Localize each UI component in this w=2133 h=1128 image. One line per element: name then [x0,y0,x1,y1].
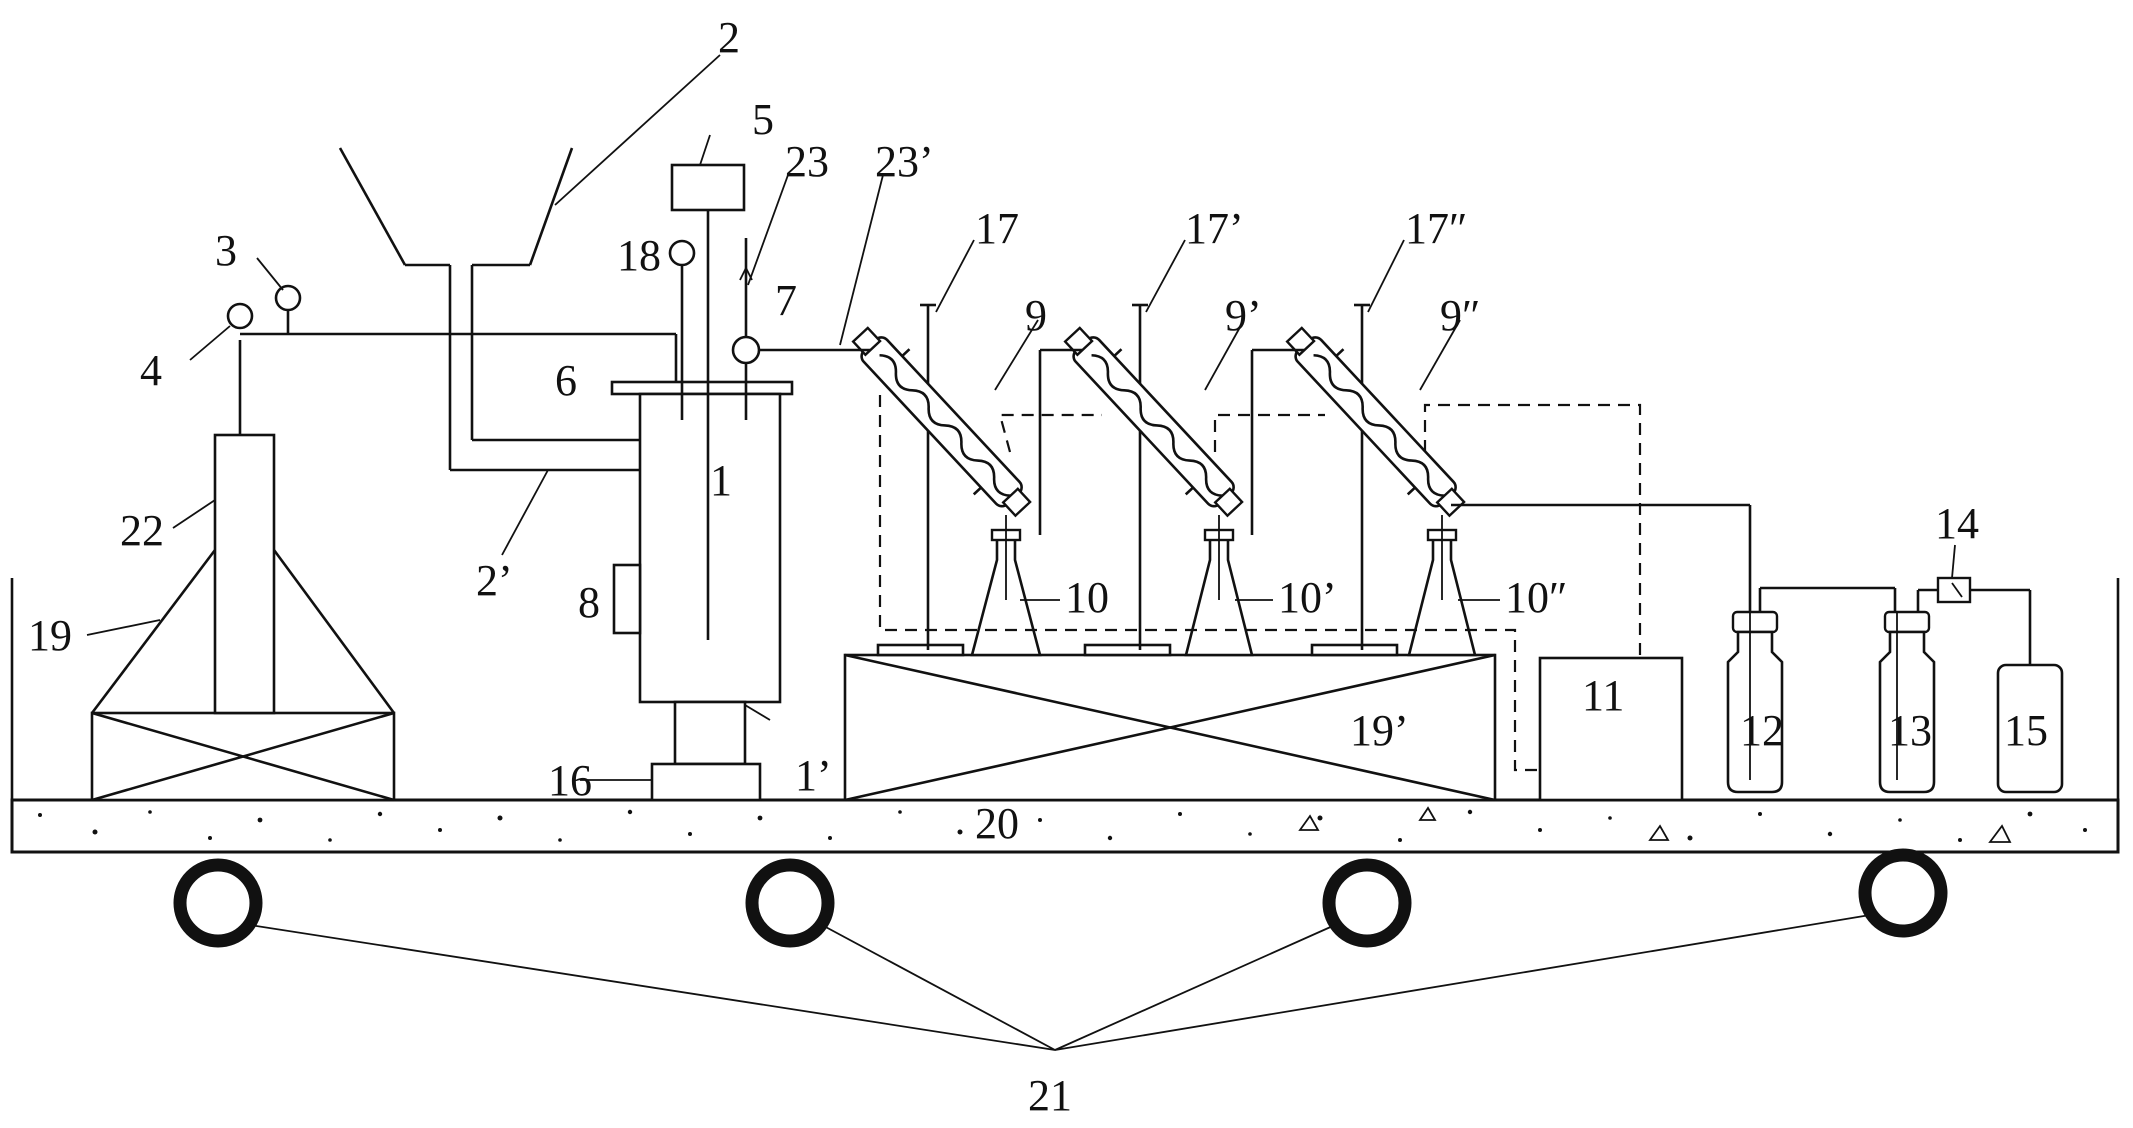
gauge-3 [274,284,302,312]
motor-5 [670,163,746,212]
connecting-pipes [759,348,1752,618]
valve-14 [1936,576,2032,665]
label-8: 8 [578,578,600,627]
label-23: 23 [785,137,829,186]
reactor-1 [610,163,794,802]
label-17pp: 17″ [1405,204,1467,253]
valve-7 [731,335,761,365]
heater-8 [612,563,642,635]
wheels [173,848,1948,1051]
label-15: 15 [2004,706,2048,755]
label-10: 10 [1065,573,1109,622]
wheel-2 [745,858,835,948]
condenser-9 [851,326,1032,518]
bottle-15 [1996,663,2064,794]
gauges [226,284,678,398]
label-2p: 2’ [476,556,513,605]
label-16: 16 [548,756,592,805]
gauge-4 [226,302,254,330]
label-13: 13 [1888,706,1932,755]
support-bench-19p [843,643,1497,802]
label-18: 18 [617,231,661,280]
pump-11 [1538,656,1684,802]
label-23p: 23’ [875,137,934,186]
label-22: 22 [120,506,164,555]
label-12: 12 [1740,706,1784,755]
stand-17p [1132,303,1148,650]
label-9pp: 9″ [1440,291,1480,340]
reactor-stand-1p [673,700,747,766]
support-stand-19 [90,549,396,802]
wheel-4 [1858,848,1948,938]
label-1: 1 [710,456,732,505]
concrete-aggregate [1298,806,2012,843]
concrete-speckle [38,809,2087,842]
funnel-2 [338,147,640,472]
flask-10 [970,515,1042,657]
leader-lines [86,54,1956,781]
stand-17 [920,303,936,650]
label-4: 4 [140,346,162,395]
cooling-loop [878,395,1642,772]
label-17p: 17’ [1185,204,1244,253]
flask-10p [1184,515,1254,657]
reactor-lid-6 [610,380,794,396]
label-9p: 9’ [1225,291,1262,340]
label-17: 17 [975,204,1019,253]
label-6: 6 [555,356,577,405]
label-9: 9 [1025,291,1047,340]
label-2: 2 [718,13,740,62]
label-10p: 10’ [1278,573,1337,622]
label-14: 14 [1935,499,1979,548]
label-11: 11 [1582,671,1624,720]
flask-10pp [1407,515,1477,657]
label-20: 20 [975,799,1019,848]
label-3: 3 [215,226,237,275]
gas-cylinder-22 [213,340,276,715]
label-19p: 19’ [1350,706,1409,755]
label-10pp: 10″ [1505,573,1567,622]
wheel-1 [173,858,263,948]
stand-17pp [1354,303,1370,650]
label-5: 5 [752,95,774,144]
wheel-3 [1322,858,1412,948]
bottle-13 [1878,588,1938,794]
label-7: 7 [775,276,797,325]
label-19: 19 [28,611,72,660]
labels: 2 5 23 23’ 18 7 3 4 6 1 22 2’ 8 19 1’ 16… [28,13,2048,1120]
condenser-9p [1063,326,1244,518]
base-16 [650,762,762,802]
cart-base [10,578,2120,854]
label-21: 21 [1028,1071,1072,1120]
bottle-12 [1726,586,1897,794]
wheel-leaders [249,914,1871,1051]
label-1p: 1’ [795,751,832,800]
condenser-9pp [1285,326,1466,518]
